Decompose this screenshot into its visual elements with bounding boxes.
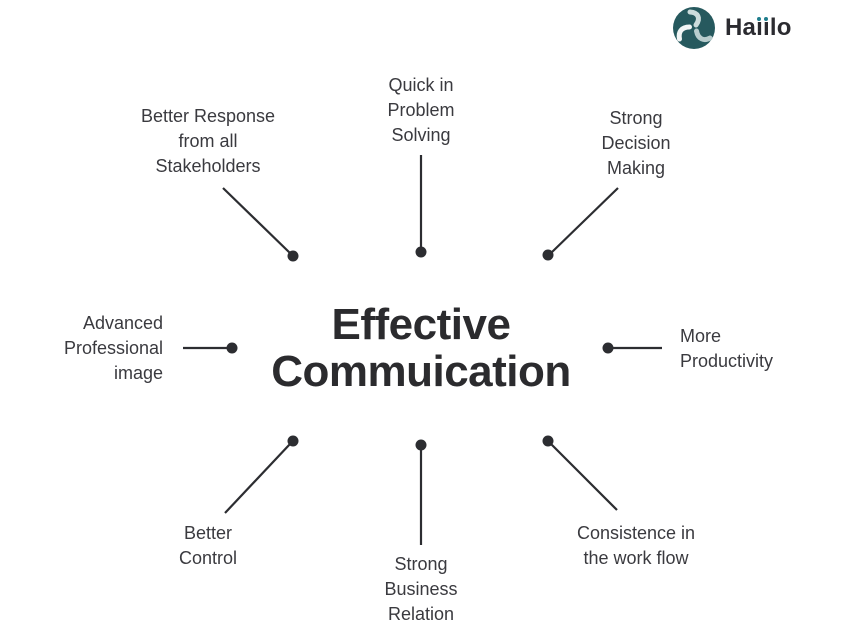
node-strong-business: Strong Business Relation	[384, 554, 458, 624]
connector-top	[415, 155, 427, 258]
node-more-productivity: More Productivity	[680, 326, 774, 371]
connector-right	[602, 342, 662, 354]
connector-bottom-right	[542, 435, 618, 511]
connector-top-left	[222, 187, 299, 262]
brand-name-ha: Ha	[725, 14, 757, 41]
node-strong-decision: Strong Decision Making	[601, 108, 671, 178]
node-better-control: Better Control	[178, 523, 238, 568]
brand-name-lo: lo	[769, 14, 792, 41]
i-dot	[757, 17, 762, 21]
connector-left	[183, 342, 238, 354]
i-dot	[764, 17, 769, 21]
connector-bottom-left	[224, 435, 299, 514]
center-title: Effective Commuication	[271, 300, 571, 396]
node-consistence-workflow: Consistence in the work flow	[576, 523, 696, 568]
connector-bottom	[415, 439, 427, 545]
brand-name-ii: ıı	[756, 14, 770, 42]
node-advanced-image: Advanced Professional image	[63, 313, 163, 383]
node-better-response: Better Response from all Stakeholders	[140, 106, 276, 176]
node-quick-problem-solving: Quick in Problem Solving	[387, 75, 455, 145]
haiilo-swirl-icon	[673, 7, 715, 49]
connector-top-right	[542, 187, 619, 261]
